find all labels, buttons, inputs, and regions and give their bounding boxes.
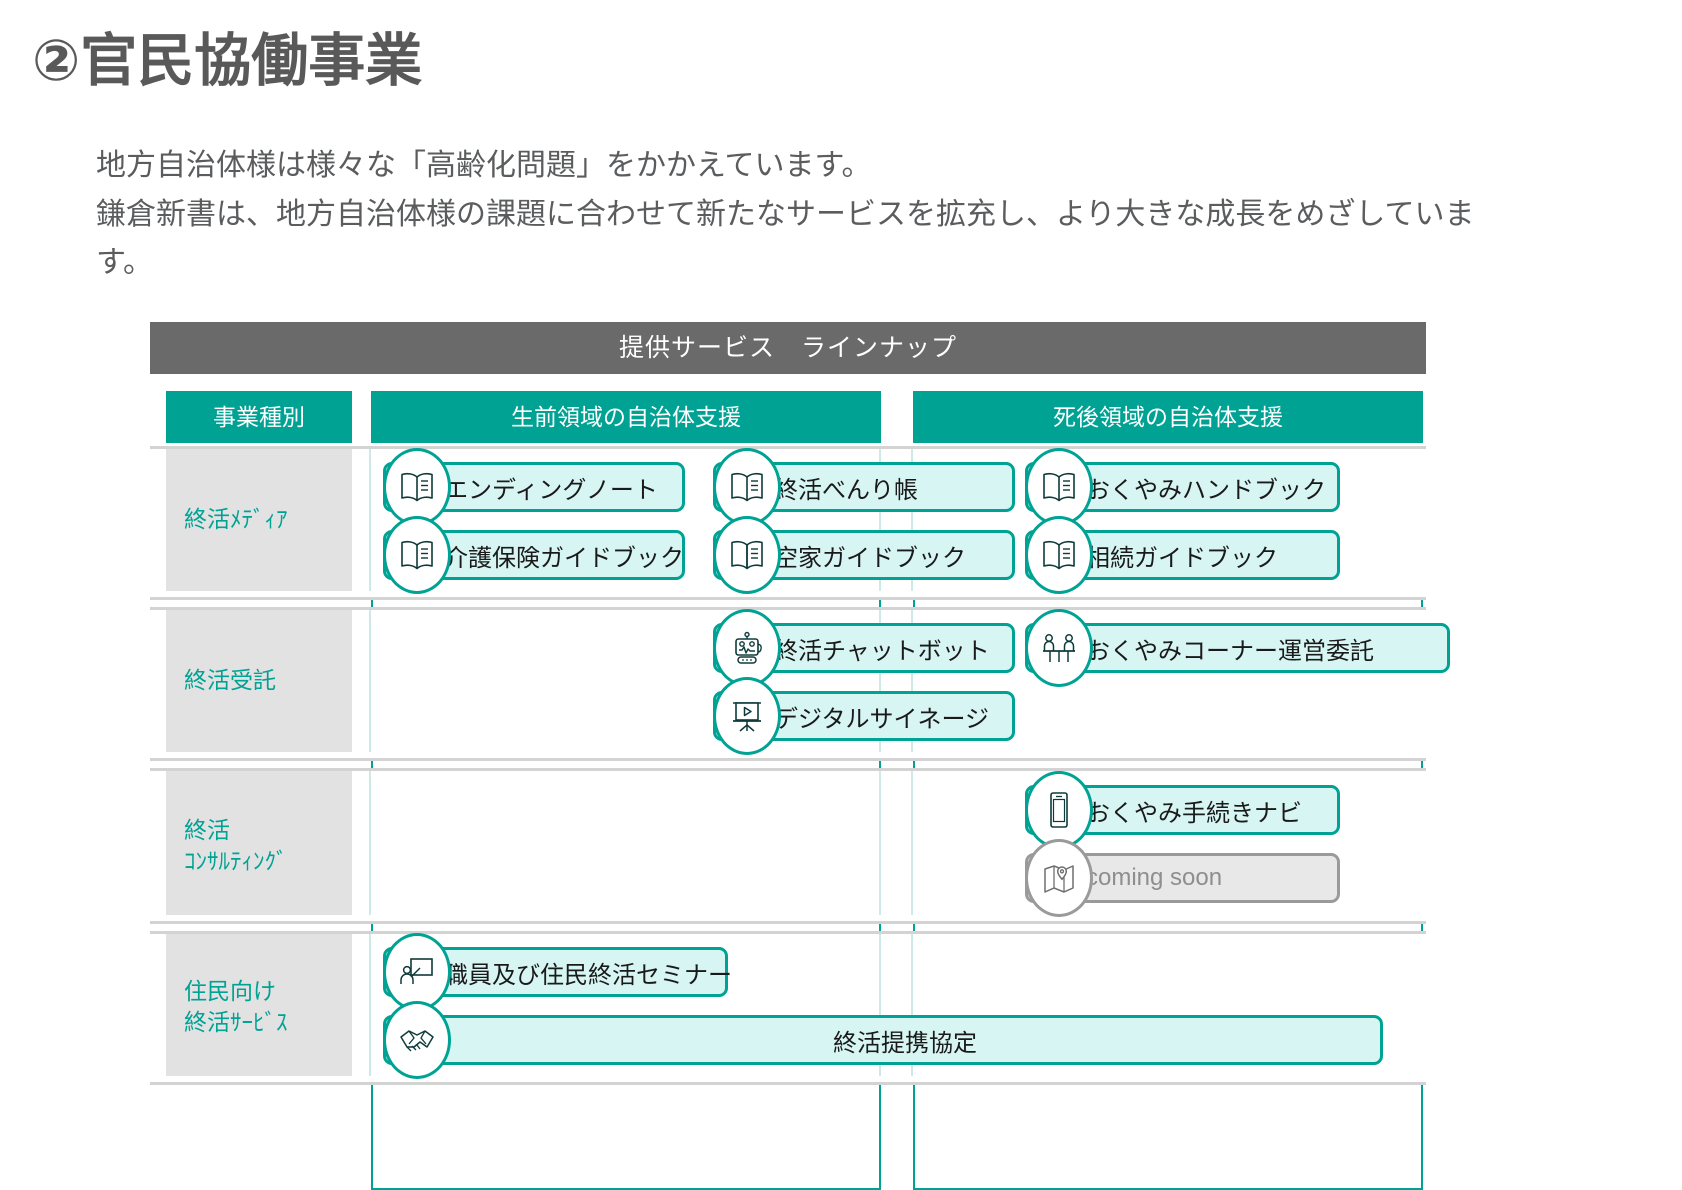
service-chip-souzoku-guide[interactable]: 相続ガイドブック [1025,516,1340,594]
column-separator [911,934,913,1076]
row-label-consulting: 終活 ｺﾝｻﾙﾃｨﾝｸﾞ [166,771,352,915]
column-separator [911,610,913,752]
column-separator [369,610,371,752]
lead-paragraph: 地方自治体様は様々な「高齢化問題」をかかえています。 鎌倉新書は、地方自治体様の… [96,142,1496,288]
matrix-banner: 提供サービス ラインナップ [150,322,1426,374]
service-chip-digital-signage[interactable]: デジタルサイネージ [713,677,1015,755]
column-separator [369,934,371,1076]
book-icon [383,448,451,526]
presentation-icon [383,933,451,1011]
table-row: 終活ﾒﾃﾞｨｱ エンディングノート [150,446,1426,600]
row-label-text-line2: ｺﾝｻﾙﾃｨﾝｸﾞ [184,848,288,875]
service-chip-seminar[interactable]: 職員及び住民終活セミナー [383,933,732,1011]
column-separator [911,449,913,591]
row-label-text: 終活ﾒﾃﾞｨｱ [184,506,288,533]
signage-icon [713,677,781,755]
column-separator [369,771,371,915]
column-separator [879,449,881,591]
book-icon [713,448,781,526]
book-icon [1025,516,1093,594]
robot-icon [713,609,781,687]
table-row: 住民向け 終活ｻｰﾋﾞｽ 職員及び住民終活セミナー [150,931,1426,1085]
matrix-rows: 終活ﾒﾃﾞｨｱ エンディングノート [150,446,1450,1085]
column-separator [879,934,881,1076]
page-title: ②官民協働事業 [32,29,423,93]
service-chip-okuyami-handbook[interactable]: おくやみハンドブック [1025,448,1340,526]
column-separator [369,449,371,591]
service-chip-label: おくやみコーナー運営委託 [1025,623,1450,673]
column-header-after: 死後領域の自治体支援 [913,391,1423,443]
map-pin-icon [1025,839,1093,917]
service-chip-okuyami-navi[interactable]: おくやみ手続きナビ [1025,771,1340,849]
service-chip-shukatsu-benricho[interactable]: 終活べんり帳 [713,448,1015,526]
service-chip-kaigo-hoken-guide[interactable]: 介護保険ガイドブック [383,516,685,594]
row-label-text-line1: 住民向け [184,978,276,1004]
service-chip-okuyami-corner[interactable]: おくやみコーナー運営委託 [1025,609,1450,687]
lead-line-2: 鎌倉新書は、地方自治体様の課題に合わせて新たなサービスを拡充し、より大きな成長を… [96,197,1475,280]
row-label-media: 終活ﾒﾃﾞｨｱ [166,449,352,591]
column-header-life: 生前領域の自治体支援 [371,391,881,443]
counter-desk-icon [1025,609,1093,687]
service-chip-ending-note[interactable]: エンディングノート [383,448,685,526]
service-chip-partnership-agreement[interactable]: 終活提携協定 [383,1001,1383,1079]
row-label-text-line2: 終活ｻｰﾋﾞｽ [184,1009,288,1036]
book-icon [1025,448,1093,526]
service-matrix: 提供サービス ラインナップ 事業種別 生前領域の自治体支援 死後領域の自治体支援… [150,322,1450,1190]
lead-line-1: 地方自治体様は様々な「高齢化問題」をかかえています。 [96,149,872,182]
handshake-icon [383,1001,451,1079]
table-row: 終活受託 終活チャットボット [150,607,1450,761]
row-label-text-line1: 終活 [184,817,230,843]
column-header-type: 事業種別 [166,391,352,443]
book-icon [383,516,451,594]
service-chip-chatbot[interactable]: 終活チャットボット [713,609,1015,687]
column-separator [879,610,881,752]
column-separator [879,771,881,915]
service-chip-label: 終活提携協定 [383,1015,1383,1065]
row-label-jutaku: 終活受託 [166,610,352,752]
smartphone-icon [1025,771,1093,849]
service-chip-coming-soon: coming soon [1025,839,1340,917]
row-label-text: 終活受託 [184,667,276,694]
row-label-residents: 住民向け 終活ｻｰﾋﾞｽ [166,934,352,1076]
table-row: 終活 ｺﾝｻﾙﾃｨﾝｸﾞ おくやみ手続きナビ [150,768,1426,924]
book-icon [713,516,781,594]
matrix-column-headers: 事業種別 生前領域の自治体支援 死後領域の自治体支援 [150,391,1426,443]
column-separator [911,771,913,915]
service-chip-akiya-guide[interactable]: 空家ガイドブック [713,516,1015,594]
